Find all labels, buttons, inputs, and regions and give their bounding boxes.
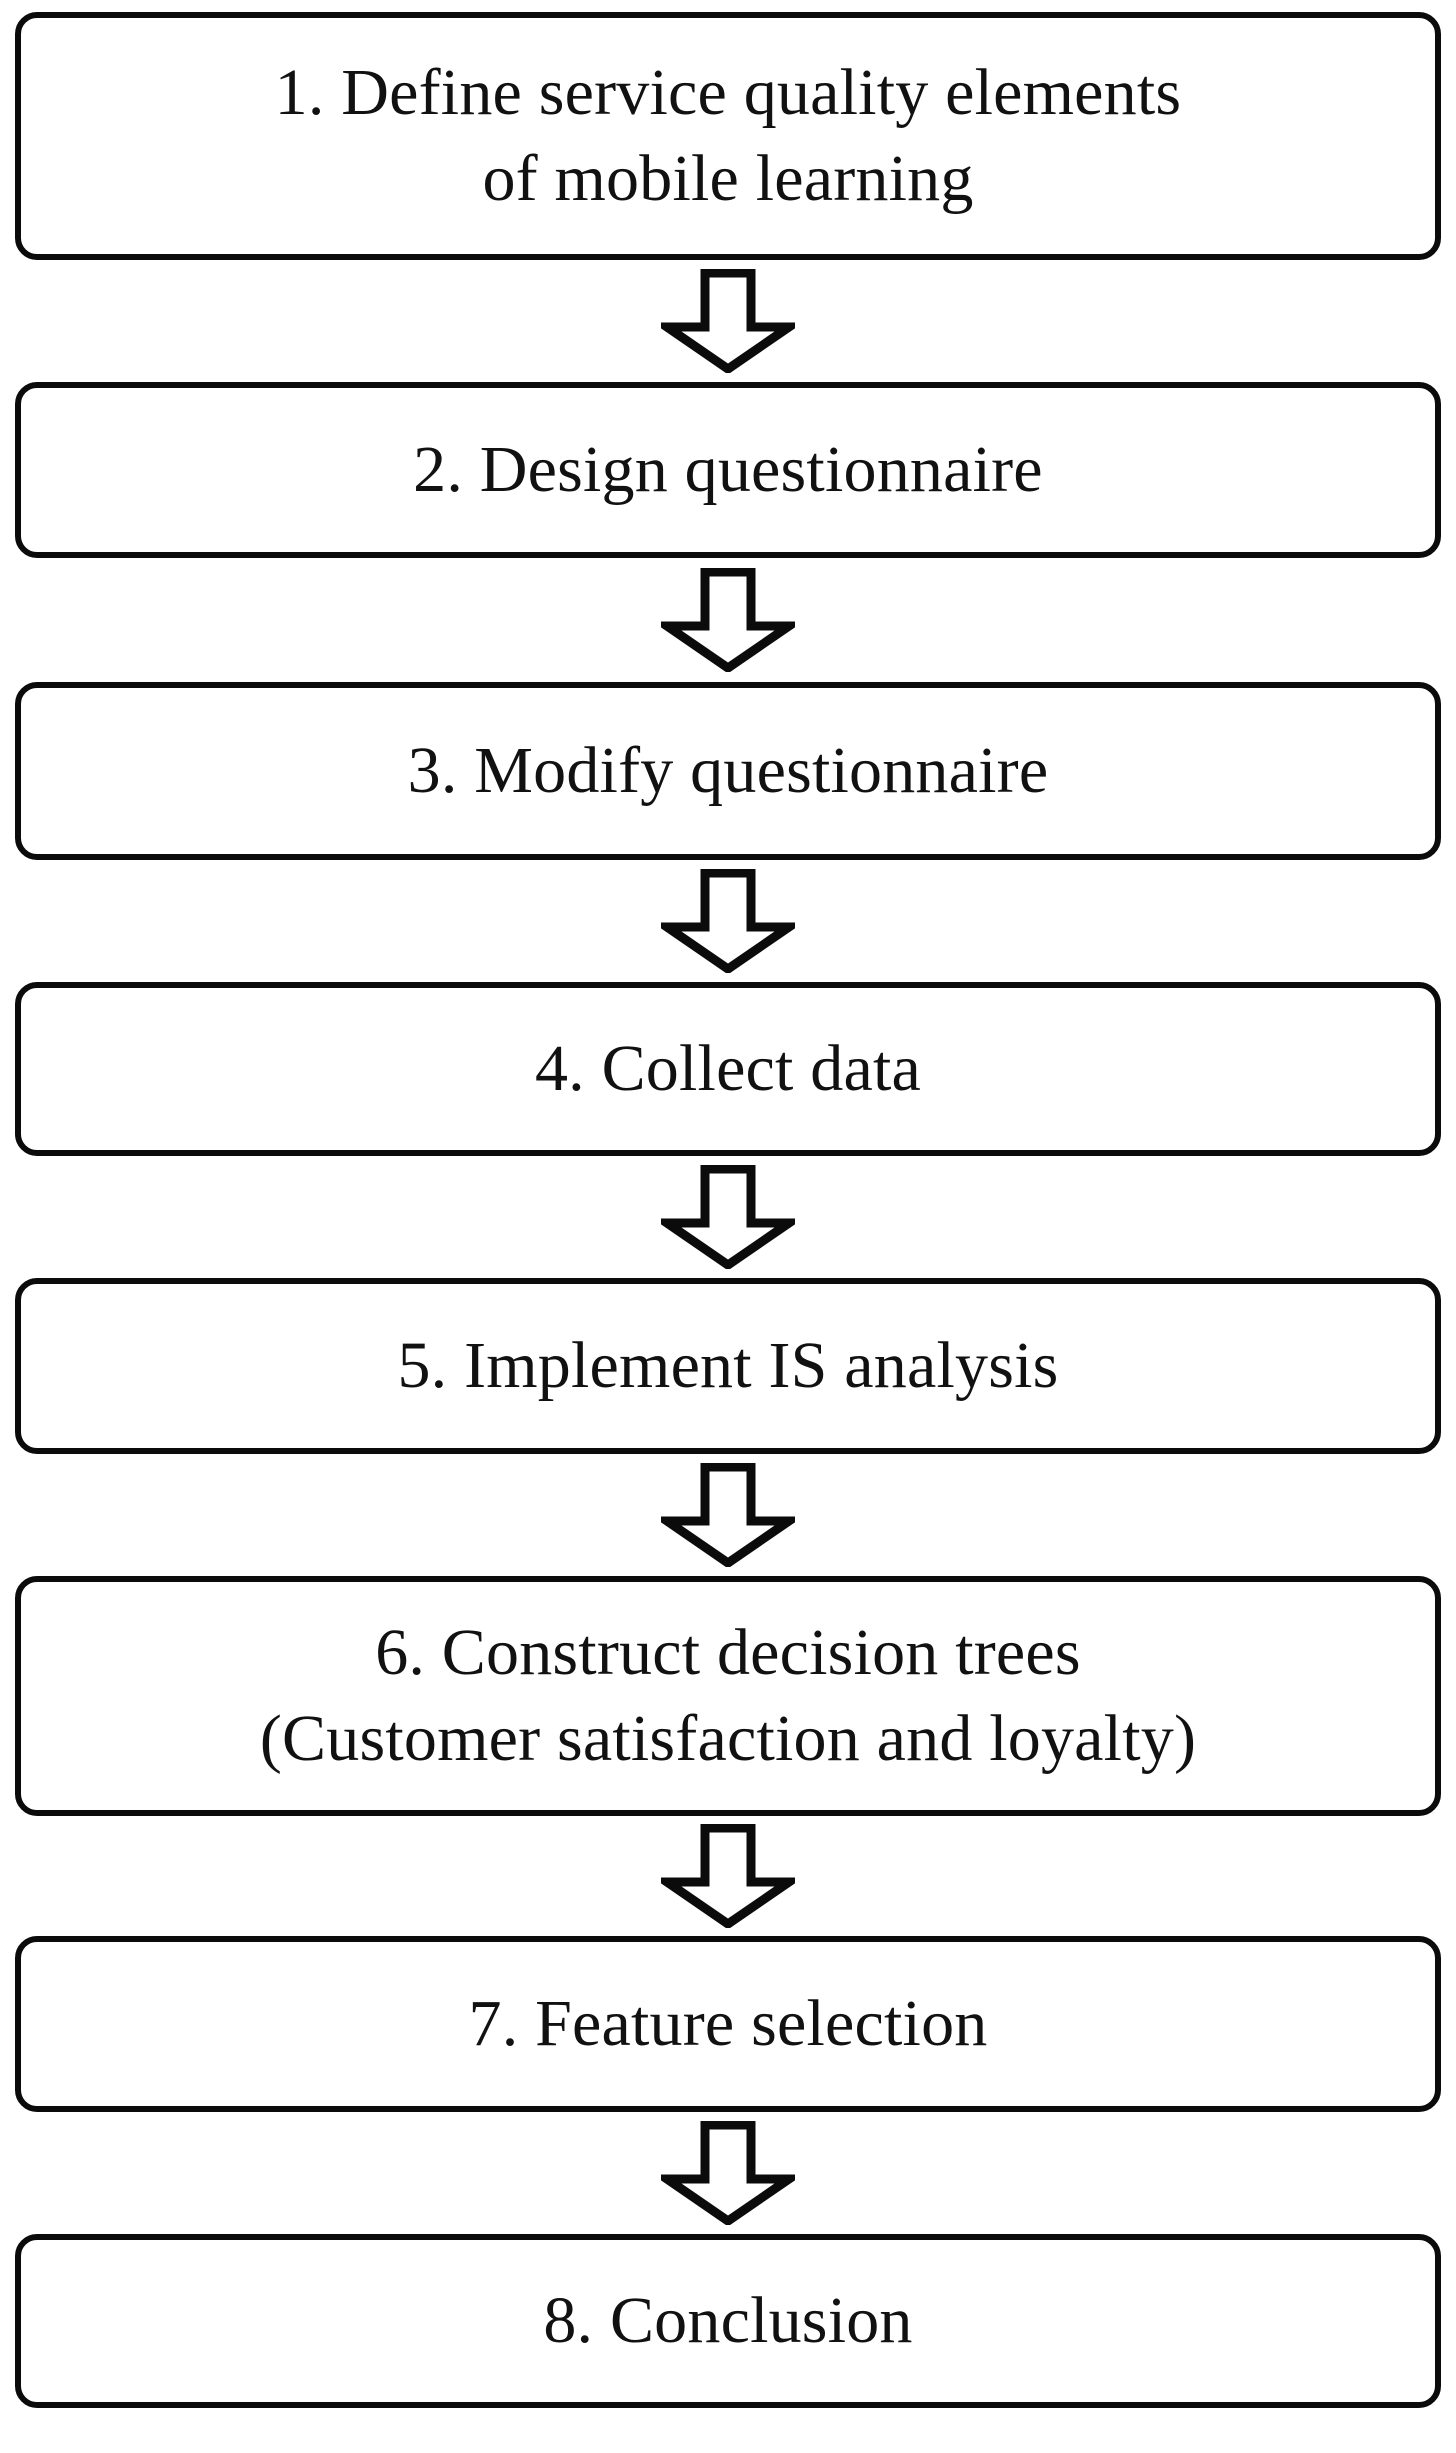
flow-step-3[interactable]: 3. Modify questionnaire xyxy=(15,682,1441,860)
flow-step-8-line-1: 8. Conclusion xyxy=(543,2284,913,2358)
flow-step-5-line-1: 5. Implement IS analysis xyxy=(397,1329,1059,1403)
down-arrow-icon xyxy=(661,568,795,672)
flow-step-1-line-2: of mobile learning xyxy=(482,142,974,215)
flow-step-6-line-1: 6. Construct decision trees xyxy=(375,1616,1081,1690)
down-arrow-icon xyxy=(661,869,795,973)
flow-step-3-line-1: 3. Modify questionnaire xyxy=(407,734,1049,808)
flow-step-8[interactable]: 8. Conclusion xyxy=(15,2234,1441,2408)
down-arrow-icon xyxy=(661,2121,795,2225)
down-arrow-icon xyxy=(661,1824,795,1928)
flow-step-1-line-1: 1. Define service quality elements xyxy=(274,56,1182,130)
flow-arrow-6-to-7 xyxy=(15,1816,1441,1936)
flow-arrow-7-to-8 xyxy=(15,2112,1441,2234)
flow-step-6[interactable]: 6. Construct decision trees (Customer sa… xyxy=(15,1576,1441,1816)
flow-arrow-3-to-4 xyxy=(15,860,1441,982)
flow-step-4-line-1: 4. Collect data xyxy=(534,1032,922,1106)
down-arrow-icon xyxy=(661,1165,795,1269)
flow-step-1[interactable]: 1. Define service quality elements of mo… xyxy=(15,12,1441,260)
flow-arrow-2-to-3 xyxy=(15,558,1441,682)
flow-step-6-line-2: (Customer satisfaction and loyalty) xyxy=(259,1702,1197,1775)
flow-step-4[interactable]: 4. Collect data xyxy=(15,982,1441,1156)
flow-step-7[interactable]: 7. Feature selection xyxy=(15,1936,1441,2112)
flow-arrow-4-to-5 xyxy=(15,1156,1441,1278)
flow-step-5[interactable]: 5. Implement IS analysis xyxy=(15,1278,1441,1454)
down-arrow-icon xyxy=(661,1463,795,1567)
down-arrow-icon xyxy=(661,269,795,373)
flow-step-7-line-1: 7. Feature selection xyxy=(468,1987,988,2061)
flow-arrow-5-to-6 xyxy=(15,1454,1441,1576)
flow-step-2-line-1: 2. Design questionnaire xyxy=(413,433,1043,507)
top-spacer xyxy=(0,0,1456,12)
flow-step-2[interactable]: 2. Design questionnaire xyxy=(15,382,1441,558)
flow-arrow-1-to-2 xyxy=(15,260,1441,382)
